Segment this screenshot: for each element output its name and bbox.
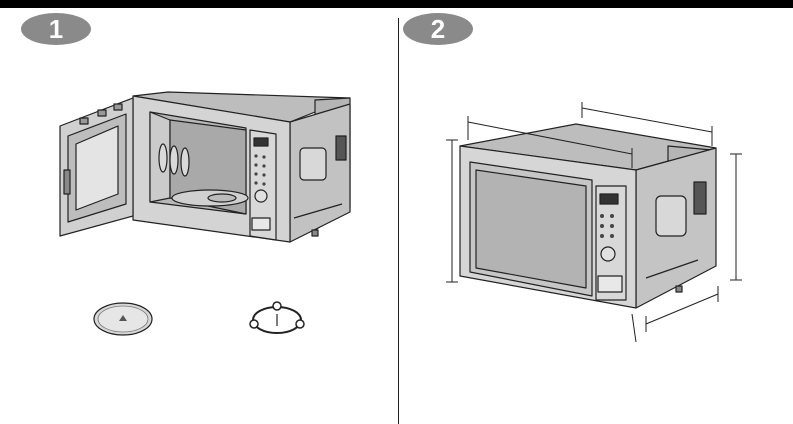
step-badge-2: 2 <box>402 12 474 46</box>
step-badge-1: 1 <box>20 12 92 46</box>
glass-turntable-illustration <box>92 300 154 338</box>
step-number-2: 2 <box>402 12 474 46</box>
microwave-dimensions-illustration <box>436 96 766 356</box>
microwave-open-door-illustration <box>50 90 370 265</box>
roller-ring-illustration <box>244 300 310 340</box>
section-divider <box>398 18 399 424</box>
step-number-1: 1 <box>20 12 92 46</box>
top-bar <box>0 0 793 8</box>
